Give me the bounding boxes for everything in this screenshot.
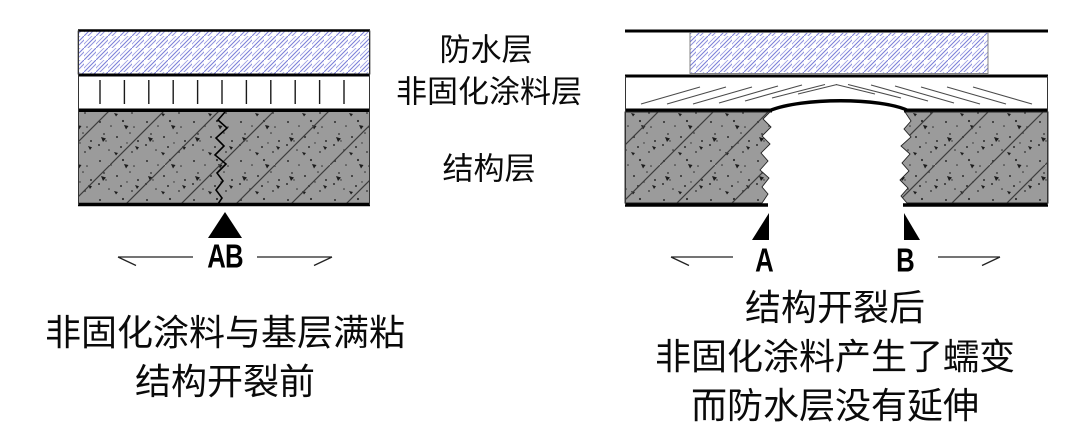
right-diagram [624, 29, 1049, 267]
waterproof-layer-left [77, 29, 371, 77]
crack-pointer-a [752, 213, 769, 240]
creep-bridge-arc [769, 99, 909, 113]
hairline-crack [213, 111, 229, 205]
marker-a: A [755, 241, 774, 279]
right-caption-line2: 非固化涂料产生了蠕变 [654, 336, 1016, 377]
tension-arrow-right-icon [938, 256, 1001, 267]
structure-layer-left [78, 30, 370, 207]
left-caption-line2: 结构开裂前 [134, 361, 316, 402]
coating-layer-label: 非固化涂料层 [396, 74, 582, 110]
waterproof-layer-label: 防水层 [439, 32, 533, 68]
coating-layer-right [625, 74, 1048, 113]
left-caption: 非固化涂料与基层满粘 结构开裂前 [45, 308, 405, 406]
left-caption-line1: 非固化涂料与基层满粘 [44, 312, 406, 353]
marker-b: B [896, 241, 915, 279]
tension-arrow-left-icon [670, 256, 733, 267]
tension-arrow-right-icon [257, 256, 333, 267]
right-caption: 结构开裂后 非固化涂料产生了蠕变 而防水层没有延伸 [655, 283, 1015, 430]
coating-layer-left [78, 76, 370, 113]
right-caption-line3: 而防水层没有延伸 [690, 385, 980, 426]
right-caption-line1: 结构开裂后 [744, 287, 926, 328]
structure-layer-right [624, 76, 1049, 207]
waterproof-layer-right [625, 29, 1048, 74]
crack-pointer-b [904, 213, 920, 240]
structure-layer-label: 结构层 [442, 151, 536, 187]
marker-ab: AB [207, 237, 243, 275]
left-diagram [77, 29, 371, 267]
crack-pointer-ab [208, 212, 242, 238]
tension-arrow-left-icon [117, 256, 193, 267]
